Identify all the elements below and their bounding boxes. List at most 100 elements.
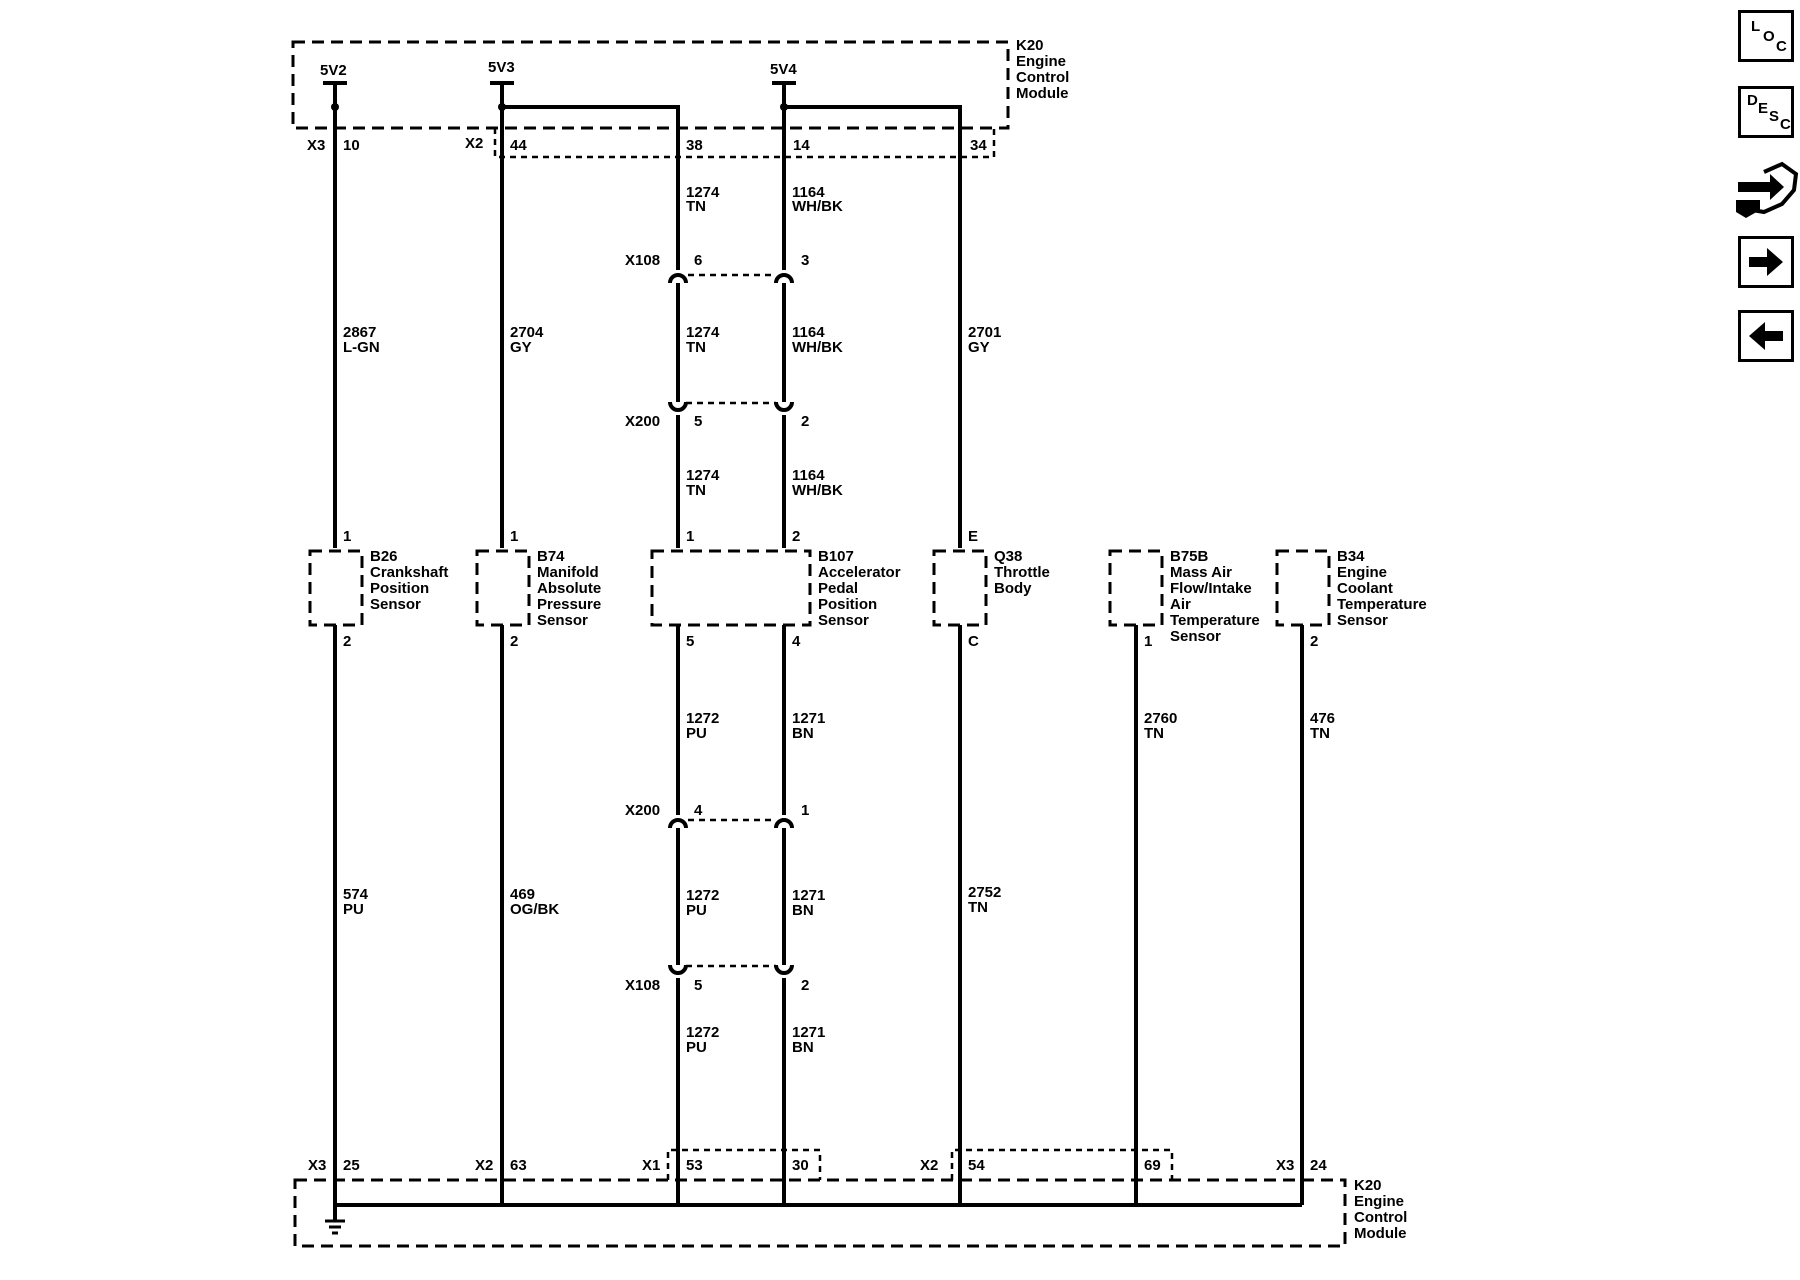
wire-label: 1272 (686, 1024, 719, 1041)
wire-label: 1274 (686, 184, 720, 201)
inline-terminal (668, 818, 688, 829)
bottom-pins: X3 25 X2 63 X1 53 30 X2 54 69 X3 24 (308, 1157, 1327, 1174)
ecm-top-label-3: Control (1016, 69, 1069, 86)
wire-label: 574 (343, 886, 369, 903)
inline-x108-top-left: 6 (694, 252, 702, 269)
pin-label: C (968, 633, 979, 650)
b34-label-3: Coolant (1337, 580, 1393, 597)
wire-label: GY (510, 339, 532, 356)
pin-label: 5 (686, 633, 694, 650)
connector-tool-icon[interactable] (1734, 160, 1800, 222)
inline-terminal (774, 273, 794, 284)
pin-label: X3 (1276, 1157, 1294, 1174)
b107-label-2: Accelerator (818, 564, 901, 581)
wire-label: TN (1144, 725, 1164, 742)
q38-label-3: Body (994, 580, 1032, 597)
voltage-refs: 5V2 5V3 5V4 (320, 59, 797, 111)
pin-label: 53 (686, 1157, 703, 1174)
b34-label-5: Sensor (1337, 612, 1388, 629)
desc-letter-s: S (1769, 108, 1780, 125)
previous-button[interactable] (1738, 310, 1794, 362)
b75b-box (1108, 549, 1164, 627)
pin-label: 38 (686, 137, 703, 154)
b74-label-4: Pressure (537, 596, 601, 613)
top-pins: X3 10 X2 44 38 14 34 (307, 135, 987, 154)
inline-x200-top-name: X200 (625, 413, 660, 430)
pin-label: 10 (343, 137, 360, 154)
b34-box (1275, 549, 1331, 627)
inline-terminal (668, 964, 688, 975)
wire-label: 2704 (510, 324, 544, 341)
tool-wrench-shape (1736, 200, 1760, 218)
inline-terminal (774, 818, 794, 829)
ecm-bottom-label-2: Engine (1354, 1193, 1404, 1210)
wire-label: TN (686, 339, 706, 356)
pin-label: 25 (343, 1157, 360, 1174)
ecm-top-box (291, 40, 1010, 130)
b26-label-3: Position (370, 580, 429, 597)
desc-button[interactable]: D E S C (1738, 86, 1794, 138)
b26-label-2: Crankshaft (370, 564, 448, 581)
q38-box (932, 549, 988, 627)
wire-label: 1271 (792, 887, 825, 904)
b74-label-1: B74 (537, 548, 565, 565)
pin-label: 34 (970, 137, 987, 154)
wire-label: 2701 (968, 324, 1001, 341)
wire-label: 1271 (792, 710, 825, 727)
inline-x108-bottom-left: 5 (694, 977, 702, 994)
wire-label: TN (686, 198, 706, 215)
pin-label: E (968, 528, 978, 545)
b75b-label-1: B75B (1170, 548, 1209, 565)
b34-label-4: Temperature (1337, 596, 1427, 613)
inline-x200-bottom-left: 4 (694, 802, 703, 819)
wire-label: 2867 (343, 324, 376, 341)
desc-letter-d: D (1747, 92, 1758, 109)
ref-5v4: 5V4 (770, 61, 797, 78)
wire-1274-top (502, 105, 680, 270)
pin-label: 1 (510, 528, 518, 545)
loc-button[interactable]: L O C (1738, 10, 1794, 62)
connector-tool-icon-svg (1736, 161, 1799, 218)
loc-letter-l: L (1751, 18, 1761, 35)
wire-label: 469 (510, 886, 535, 903)
inline-x108-bottom-right: 2 (801, 977, 809, 994)
b107-label-3: Pedal (818, 580, 858, 597)
b34-label-2: Engine (1337, 564, 1387, 581)
arrow-right-shape (1749, 248, 1783, 276)
wire-labels: 1274 TN 1164 WH/BK 2867 L-GN 2704 GY 127… (343, 184, 1335, 1056)
wire-label: TN (1310, 725, 1330, 742)
component-b74: 1 2 B74 Manifold Absolute Pressure Senso… (475, 528, 601, 650)
loc-letter-c: C (1776, 38, 1787, 55)
wire-label: PU (343, 901, 364, 918)
component-b34: 2 B34 Engine Coolant Temperature Sensor (1275, 548, 1427, 650)
wire-label: 1272 (686, 710, 719, 727)
b107-label-4: Position (818, 596, 877, 613)
b107-box (650, 549, 812, 627)
wire-label: 1274 (686, 467, 720, 484)
wire-label: L-GN (343, 339, 380, 356)
pin-label: X2 (465, 135, 483, 152)
inline-x108-top-right: 3 (801, 252, 809, 269)
wire-label: 1164 (792, 467, 825, 484)
pin-label: 2 (510, 633, 518, 650)
ecm-bottom-label-1: K20 (1354, 1177, 1382, 1194)
wire-label: WH/BK (792, 339, 843, 356)
b74-label-3: Absolute (537, 580, 601, 597)
pin-label: 1 (686, 528, 694, 545)
b75b-label-2: Mass Air (1170, 564, 1232, 581)
inline-x200-bottom-right: 1 (801, 802, 809, 819)
wire-label: TN (968, 899, 988, 916)
wire-2701 (784, 105, 962, 548)
wire-label: 1274 (686, 324, 720, 341)
pin-label: 1 (1144, 633, 1152, 650)
tool-outline-shape (1751, 161, 1799, 215)
b26-label-4: Sensor (370, 596, 421, 613)
arrow-right-icon (1749, 248, 1783, 276)
next-button[interactable] (1738, 236, 1794, 288)
b107-label-5: Sensor (818, 612, 869, 629)
wire-label: 1164 (792, 324, 825, 341)
wire-label: WH/BK (792, 482, 843, 499)
wire-label: 476 (1310, 710, 1335, 727)
pin-label: 2 (792, 528, 800, 545)
